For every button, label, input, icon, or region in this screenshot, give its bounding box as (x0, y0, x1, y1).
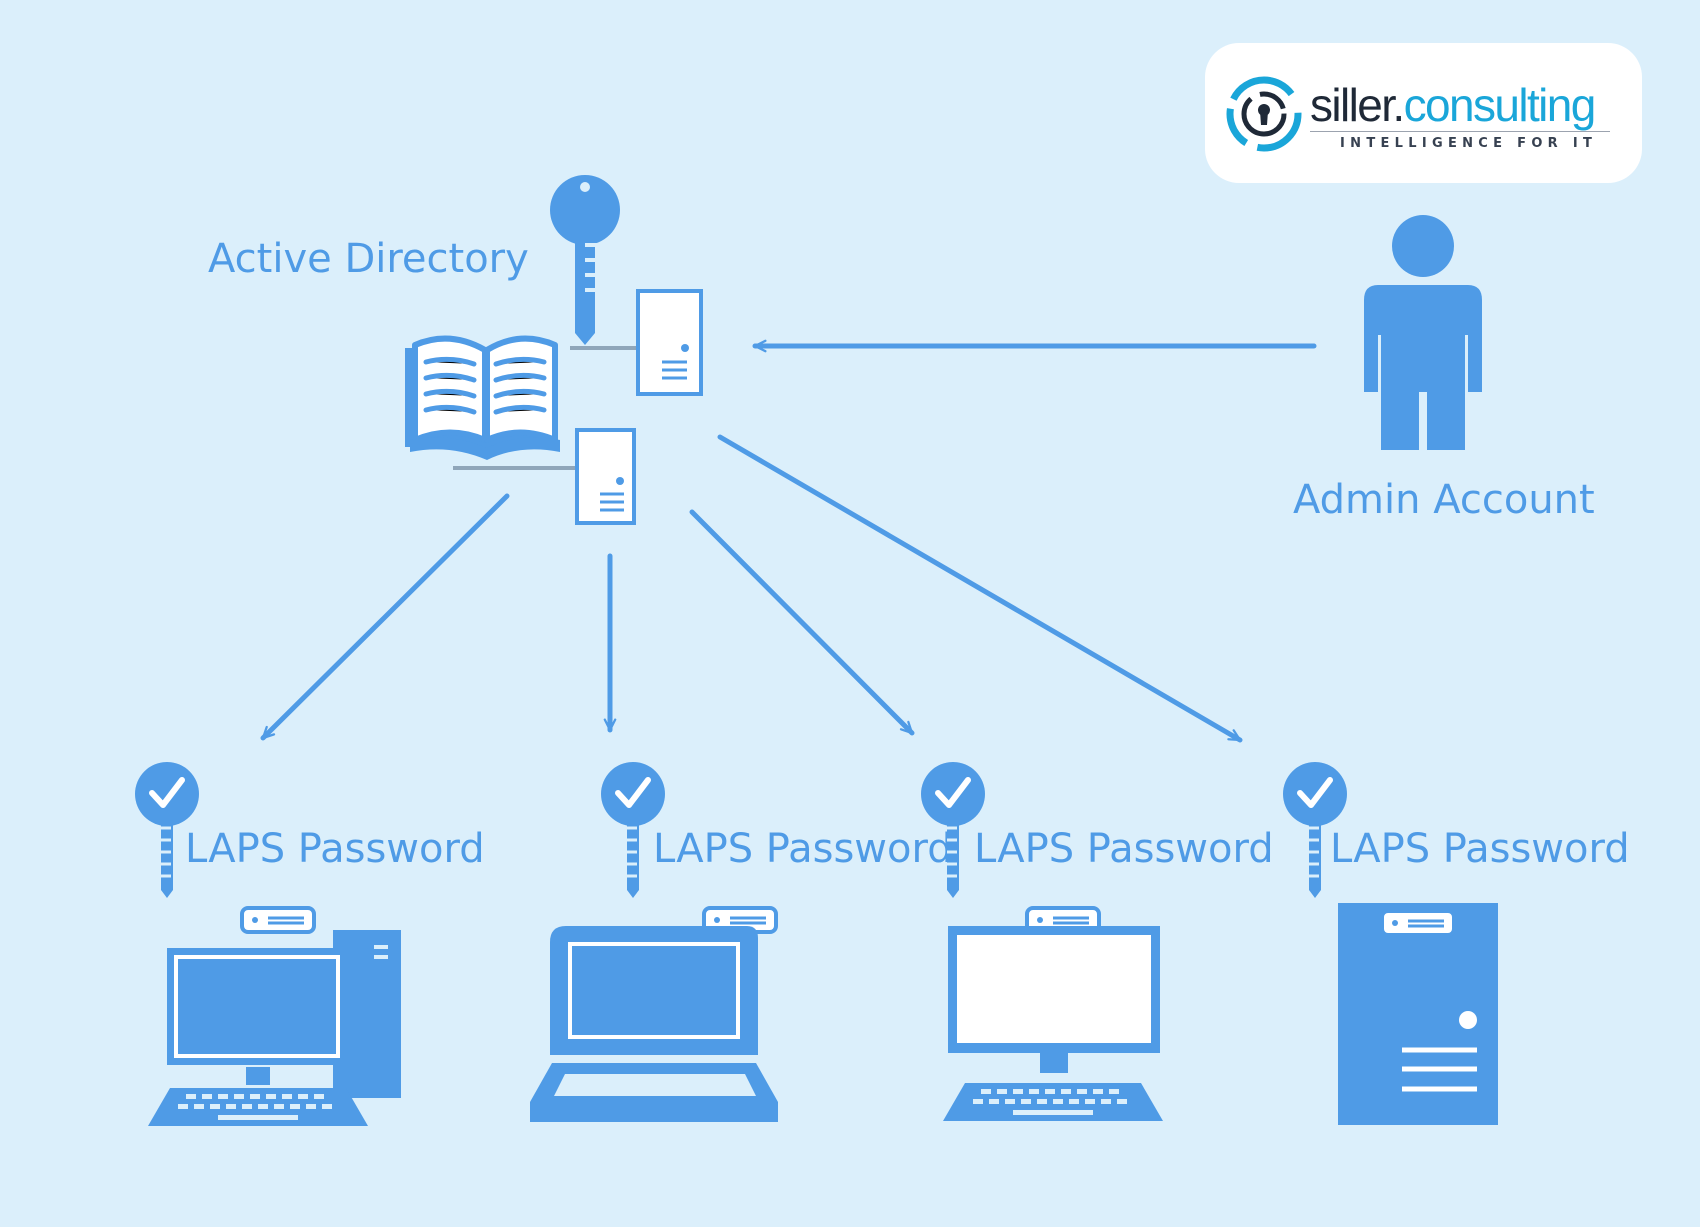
server-icon (575, 428, 636, 525)
logo-divider (1310, 131, 1610, 132)
arrow-ad-to-desktop (260, 493, 510, 741)
server-icon (636, 289, 703, 396)
active-directory-label: Active Directory (208, 236, 529, 282)
logo-wordmark-part1: siller. (1310, 79, 1405, 131)
monitor-keyboard-icon (943, 906, 1163, 1121)
arrow-ad-to-monitor (689, 509, 915, 736)
ad-key-icon (550, 175, 620, 345)
admin-account-label: Admin Account (1293, 477, 1595, 523)
open-book-icon (405, 335, 560, 460)
laps-password-label: LAPS Password (653, 826, 953, 872)
desktop-tower-icon (148, 906, 401, 1126)
laps-password-label: LAPS Password (974, 826, 1274, 872)
keyhole-logo-icon (1226, 76, 1302, 152)
logo-wordmark-part2: consulting (1403, 79, 1597, 131)
laptop-icon (530, 906, 778, 1122)
logo-wordmark: siller.consulting (1310, 81, 1630, 129)
laps-password-label: LAPS Password (185, 826, 485, 872)
arrow-ad-to-server (717, 434, 1243, 743)
person-icon (1364, 215, 1482, 450)
laps-password-label: LAPS Password (1330, 826, 1630, 872)
logo-tagline: INTELLIGENCE FOR IT (1340, 136, 1598, 151)
siller-consulting-logo: siller.consulting INTELLIGENCE FOR IT (1205, 43, 1642, 183)
server-tower-icon (1338, 903, 1498, 1125)
